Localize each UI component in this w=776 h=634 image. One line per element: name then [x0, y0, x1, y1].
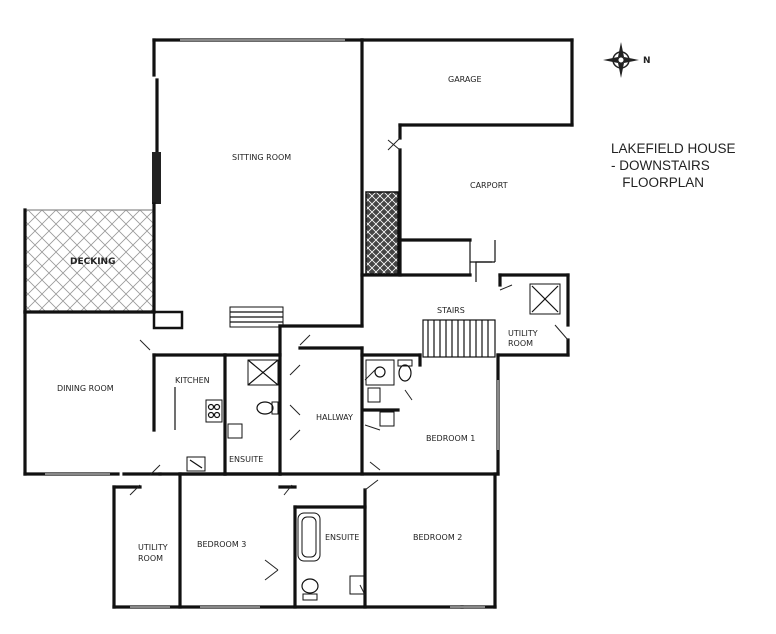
room-label-bedroom-2: BEDROOM 2	[413, 533, 462, 542]
carport-pillar	[365, 191, 399, 275]
compass-icon: N	[603, 42, 651, 78]
room-label-utility-room-bottom-line2: ROOM	[138, 554, 163, 563]
room-label-bedroom-1: BEDROOM 1	[426, 434, 475, 443]
decking-area	[23, 208, 154, 314]
doors	[129, 137, 569, 596]
room-label-carport: CARPORT	[470, 181, 508, 190]
sitting-room-fixture	[229, 306, 284, 328]
room-label-utility-room-top-line2: ROOM	[508, 339, 533, 348]
ensuite-left-fixtures	[227, 359, 279, 439]
room-label-garage: GARAGE	[448, 75, 482, 84]
room-label-ensuite-middle: ENSUITE	[325, 533, 359, 542]
title-line-2: - DOWNSTAIRS	[611, 158, 710, 173]
room-label-dining-room: DINING ROOM	[57, 384, 114, 393]
ensuite-middle-fixtures	[297, 512, 365, 601]
utility-skylight	[529, 283, 561, 315]
bedroom1-ensuite-fixtures	[365, 359, 413, 427]
room-label-decking: DECKING	[70, 257, 115, 267]
kitchen-fixtures	[174, 387, 223, 472]
room-label-kitchen: KITCHEN	[175, 376, 210, 385]
compass-north-label: N	[643, 56, 651, 66]
room-label-sitting-room: SITTING ROOM	[232, 153, 291, 162]
room-label-bedroom-3: BEDROOM 3	[197, 540, 246, 549]
floorplan-title: LAKEFIELD HOUSE - DOWNSTAIRS FLOORPLAN	[611, 140, 736, 191]
title-line-1: LAKEFIELD HOUSE	[611, 141, 736, 156]
staircase	[422, 261, 496, 358]
room-label-hallway: HALLWAY	[316, 413, 353, 422]
room-label-stairs: STAIRS	[437, 306, 465, 315]
room-label-utility-room-bottom-line1: UTILITY	[138, 543, 168, 552]
interior-walls	[152, 324, 422, 609]
room-label-ensuite-left: ENSUITE	[229, 455, 263, 464]
title-line-3: FLOORPLAN	[611, 175, 705, 190]
windows	[45, 39, 499, 608]
room-label-utility-room-top-line1: UTILITY	[508, 329, 538, 338]
